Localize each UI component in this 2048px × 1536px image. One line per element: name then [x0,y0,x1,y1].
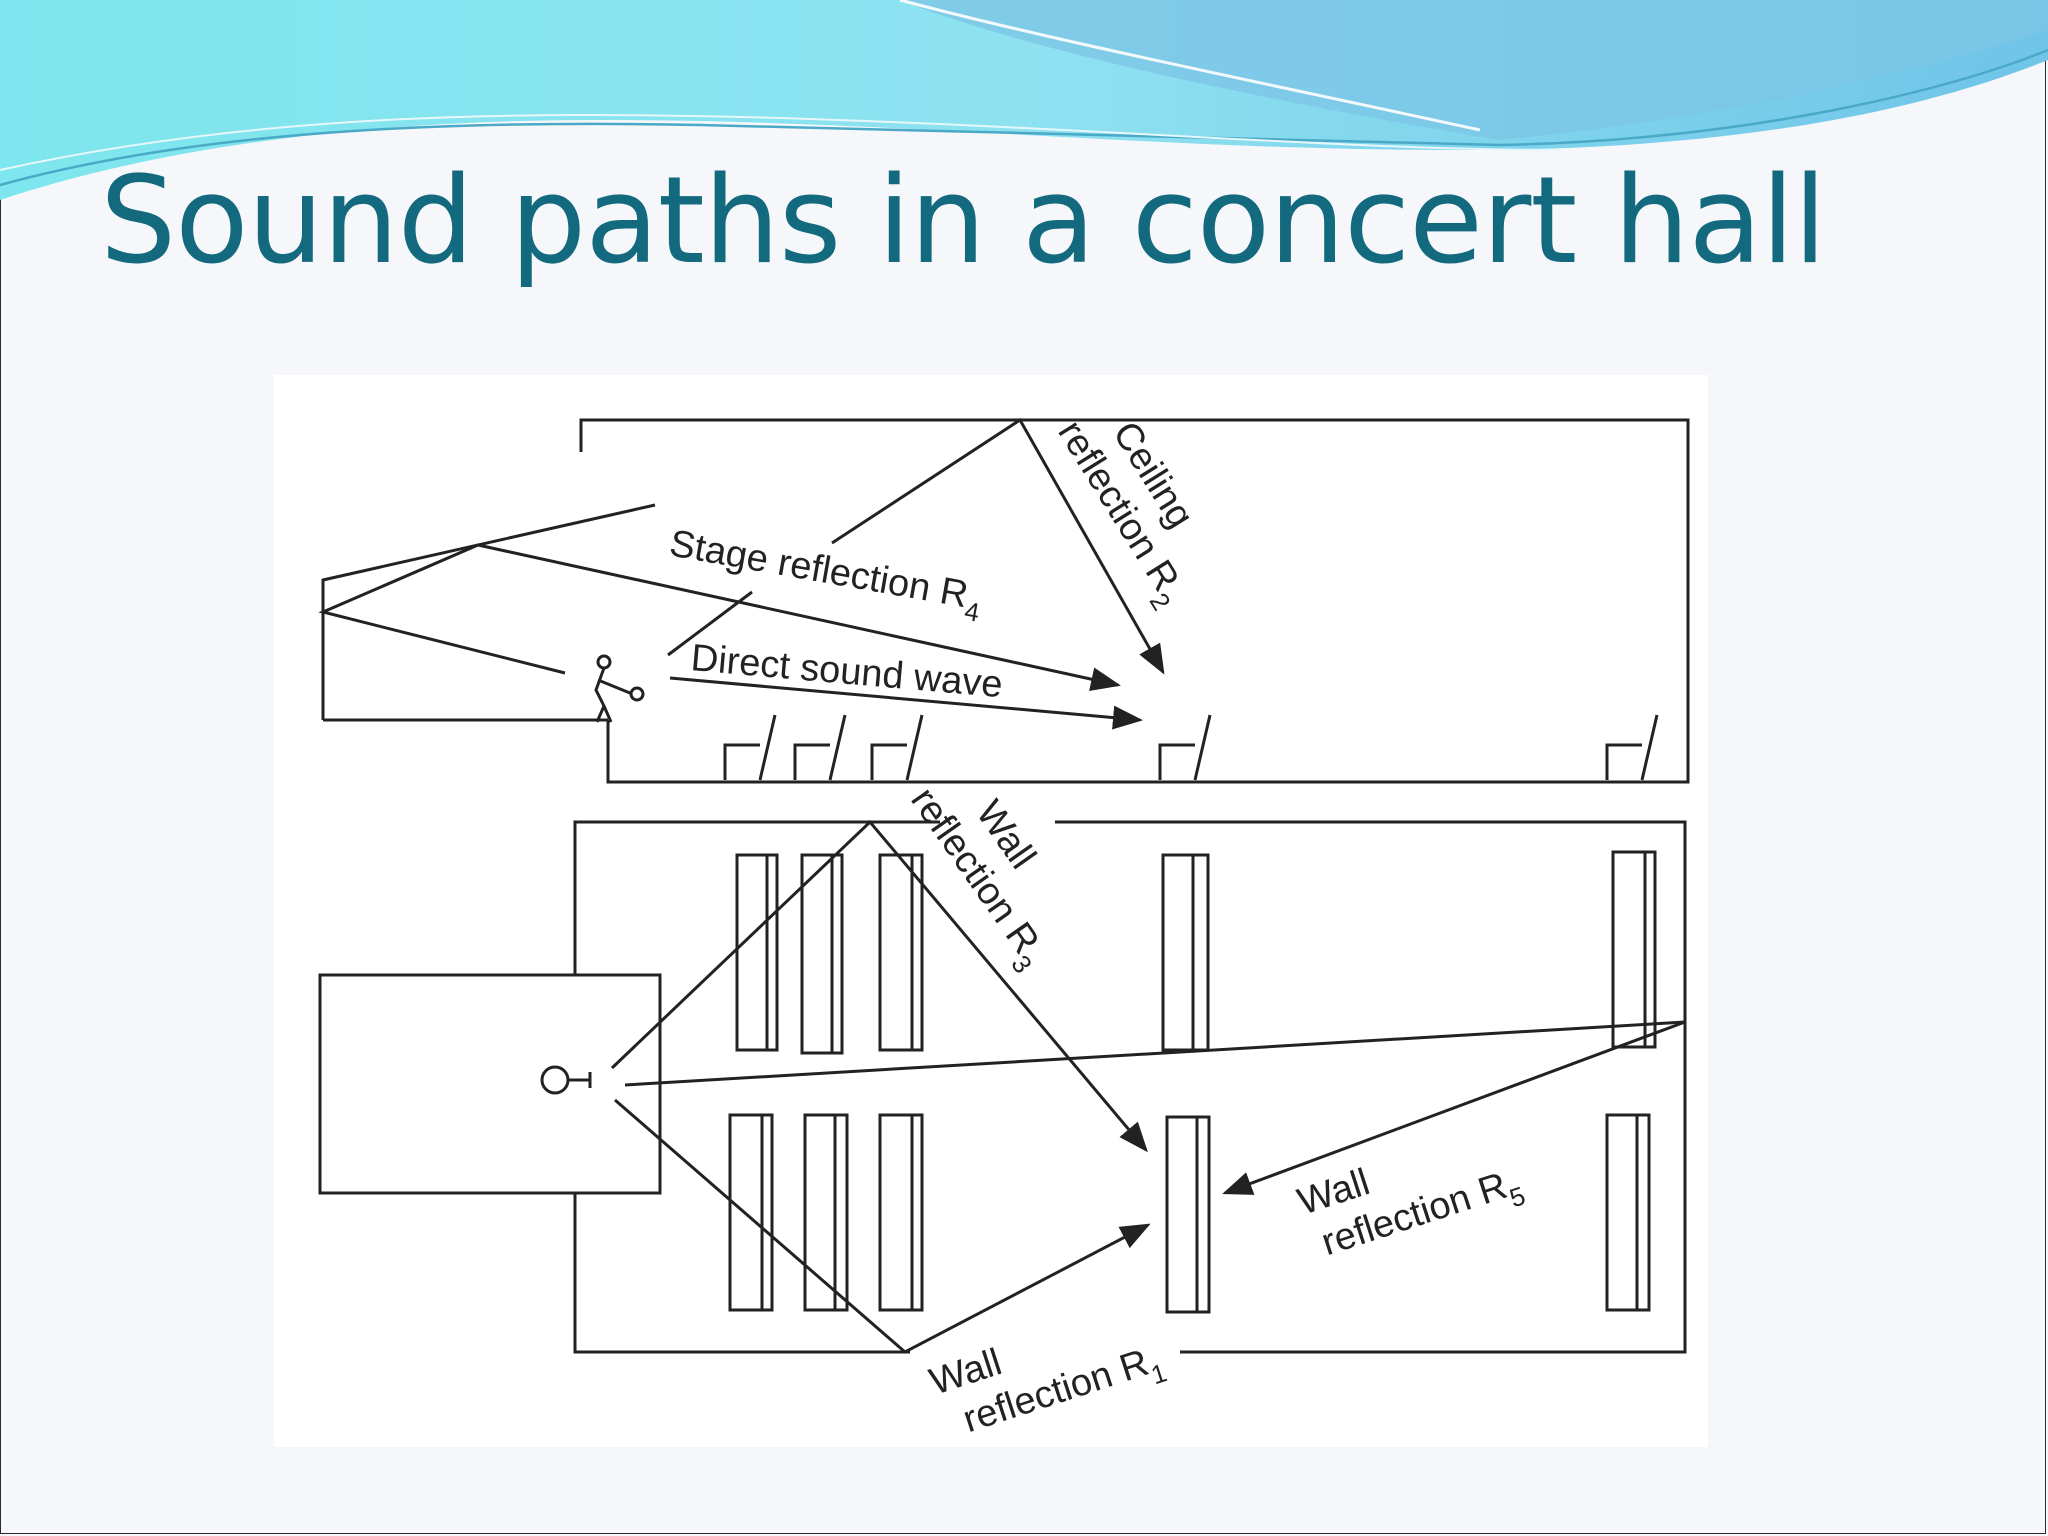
plan-view-sound-paths [610,819,1686,1354]
label-wall-reflection-r5: Wall reflection R5 [1293,1117,1529,1276]
label-ceiling-reflection: Ceiling reflection R2 [1042,389,1234,616]
side-view-hall [321,418,1690,784]
plan-view-hall [318,820,1687,1354]
label-stage-reflection: Stage reflection R4 [665,523,986,628]
header-wave-decoration [0,0,2048,200]
side-view-sound-paths [318,417,1165,730]
slide-title: Sound paths in a concert hall [100,152,1827,291]
label-wall-reflection-r3: Wall reflection R3 [895,754,1093,979]
label-direct-sound-wave: Direct sound wave [689,637,1004,706]
label-wall-reflection-r1: Wall reflection R1 [925,1294,1171,1456]
